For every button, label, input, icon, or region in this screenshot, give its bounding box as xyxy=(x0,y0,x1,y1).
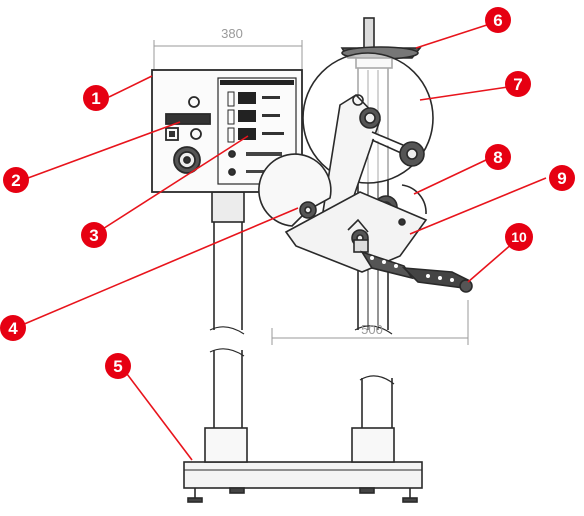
width-dimension-label: 380 xyxy=(221,26,243,41)
callout-number: 9 xyxy=(557,169,566,188)
pressure-handle xyxy=(360,250,473,293)
callout-badge xyxy=(485,7,511,33)
applicator-head xyxy=(284,191,428,273)
dimension-lines xyxy=(153,40,469,345)
callout-3: 3 xyxy=(81,222,107,248)
callout-number: 7 xyxy=(513,75,522,94)
arrow-10 xyxy=(467,242,514,283)
callout-number: 3 xyxy=(89,226,98,245)
callout-badge xyxy=(83,85,109,111)
callout-2: 2 xyxy=(3,167,29,193)
callout-9: 9 xyxy=(549,165,575,191)
callout-number: 2 xyxy=(11,171,20,190)
callout-badge xyxy=(81,222,107,248)
arrow-1 xyxy=(108,75,153,98)
left-column xyxy=(209,191,245,428)
arrow-4 xyxy=(21,207,299,326)
callout-arrows xyxy=(21,22,547,461)
callout-number: 5 xyxy=(113,357,122,376)
arrow-5 xyxy=(123,369,193,461)
callout-8: 8 xyxy=(485,144,511,170)
callout-badge xyxy=(505,223,533,251)
callout-7: 7 xyxy=(505,71,531,97)
callout-number: 1 xyxy=(91,89,100,108)
applicator-arm xyxy=(321,93,427,223)
depth-dimension-label: 500 xyxy=(361,322,383,337)
callout-number: 4 xyxy=(8,319,18,338)
cutter-disc xyxy=(258,153,332,227)
arrow-2 xyxy=(27,121,181,179)
arrow-8 xyxy=(413,159,487,195)
callout-number: 8 xyxy=(493,148,502,167)
callout-badge xyxy=(549,165,575,191)
callout-5: 5 xyxy=(105,353,131,379)
arrow-7 xyxy=(419,86,509,101)
callout-badge xyxy=(0,315,26,341)
arrow-3 xyxy=(97,135,249,233)
callout-1: 1 xyxy=(83,85,109,111)
base-stand xyxy=(183,427,423,503)
arrow-9 xyxy=(409,177,547,235)
callout-badge xyxy=(485,144,511,170)
callout-number: 6 xyxy=(493,11,502,30)
callout-4: 4 xyxy=(0,315,26,341)
arrow-6 xyxy=(415,22,494,49)
callout-6: 6 xyxy=(485,7,511,33)
callout-badge xyxy=(3,167,29,193)
callout-number: 10 xyxy=(511,229,527,245)
callout-10: 10 xyxy=(505,223,533,251)
callout-badge xyxy=(505,71,531,97)
callout-badge xyxy=(105,353,131,379)
